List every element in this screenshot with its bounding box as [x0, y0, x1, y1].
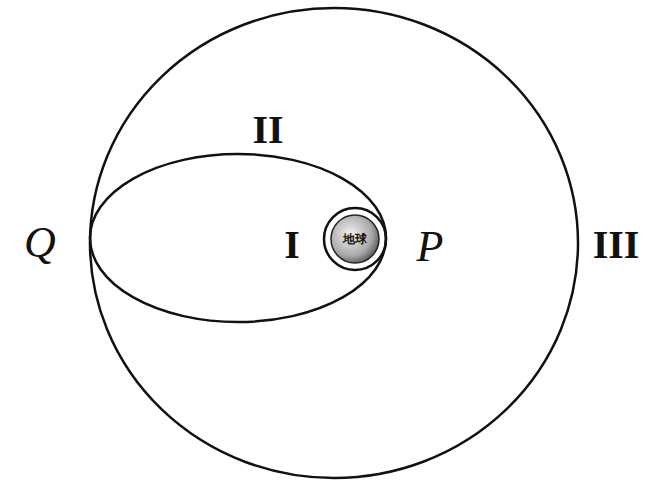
orbit-label: III [593, 225, 640, 265]
earth-label: 地球 [330, 214, 380, 264]
point-label: P [417, 225, 444, 269]
orbit-label: II [252, 110, 283, 150]
orbit-three [90, 8, 578, 478]
orbit-one [324, 208, 386, 270]
orbit-two [90, 154, 386, 322]
earth-disc [331, 215, 379, 263]
point-label: Q [24, 221, 56, 265]
earth-circle: 地球 [330, 214, 380, 264]
orbit-label: I [284, 225, 300, 265]
